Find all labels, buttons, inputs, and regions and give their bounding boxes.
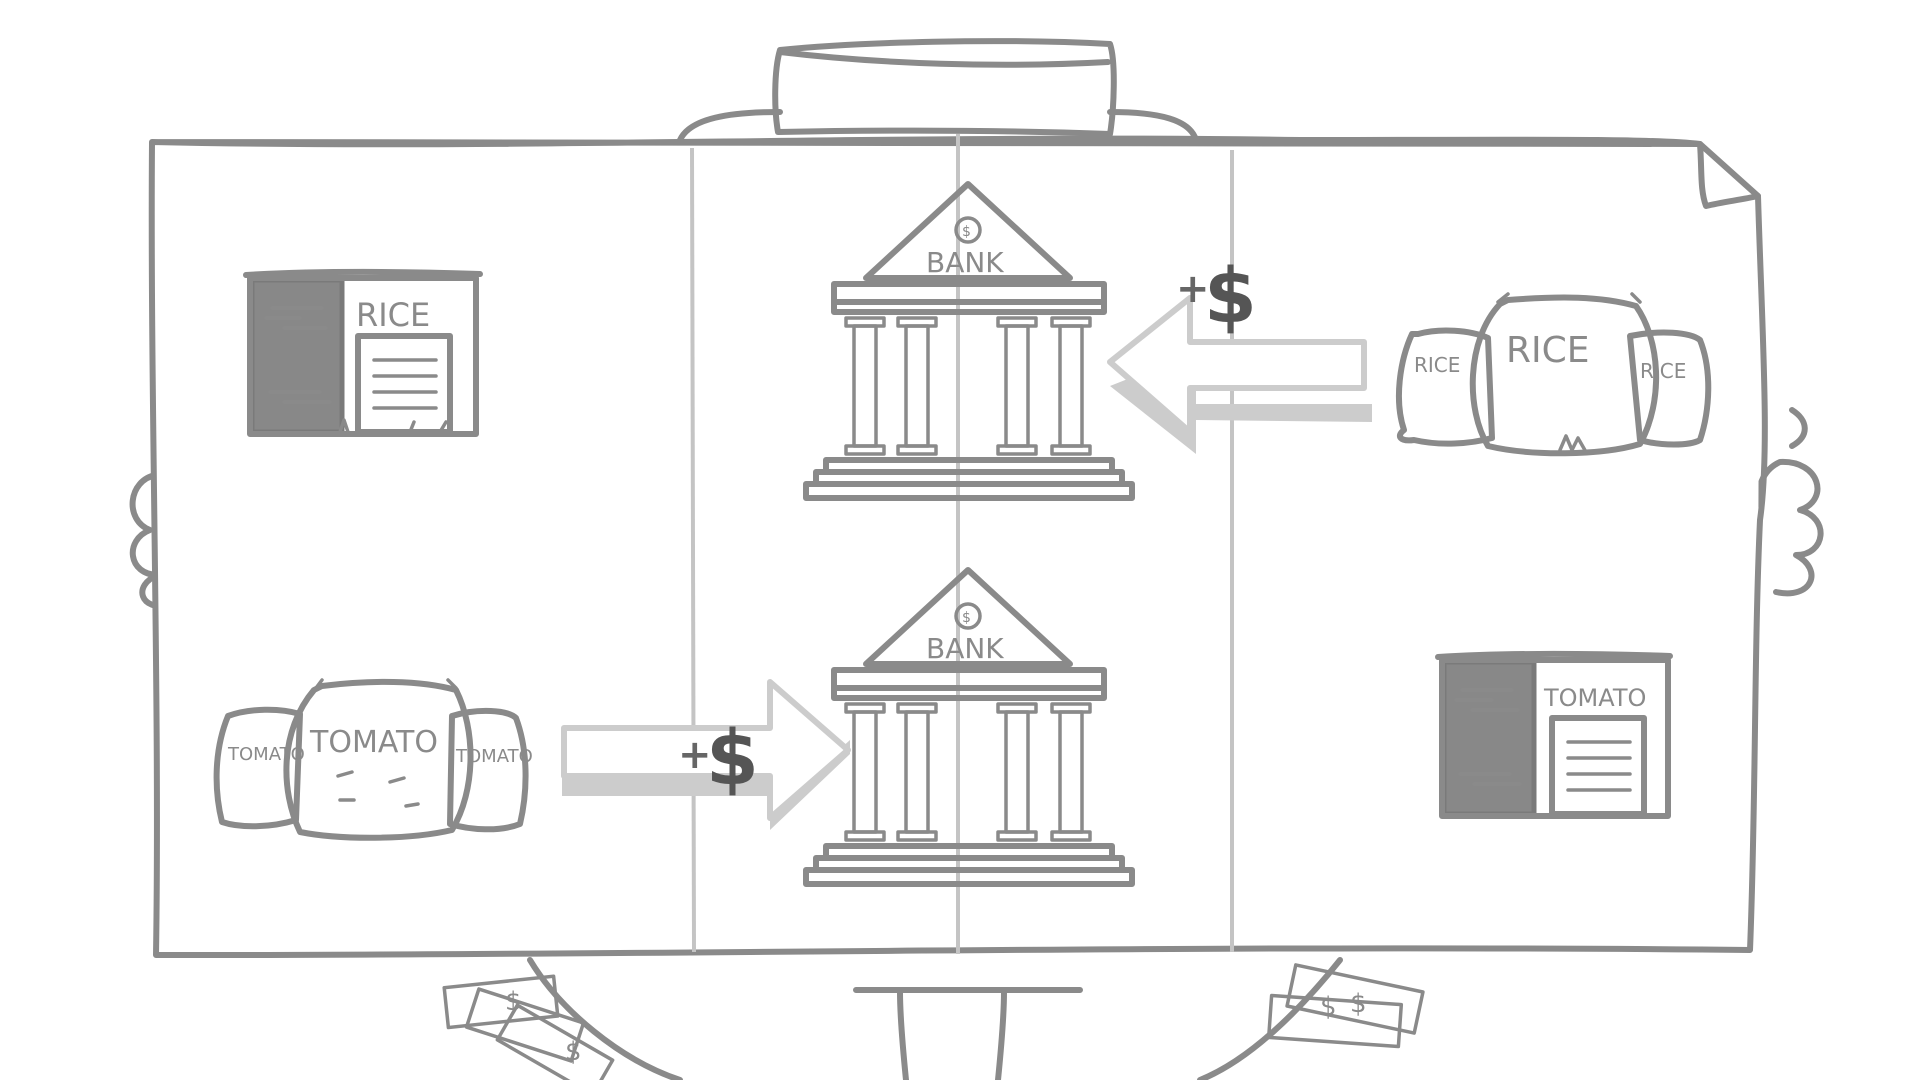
sack-label-tomato-left: TOMATO xyxy=(227,744,305,765)
money-symbol: $ xyxy=(565,1037,582,1067)
store-sign-tomato: TOMATO xyxy=(1543,684,1646,712)
sack-label-rice-main: RICE xyxy=(1506,330,1590,371)
bank-sign: BANK xyxy=(926,246,1004,279)
right-hand xyxy=(1759,410,1821,593)
fold-line xyxy=(692,148,694,952)
bank-coin-symbol: $ xyxy=(962,610,971,626)
dollar-sign: $ xyxy=(706,713,759,802)
money-symbol: $ xyxy=(505,987,522,1017)
sack-label-tomato-main: TOMATO xyxy=(309,725,438,760)
store-sign-rice: RICE xyxy=(356,296,430,334)
bank-sign: BANK xyxy=(926,632,1004,665)
dollar-sign: $ xyxy=(1204,251,1257,340)
sack-label-rice-right: RICE xyxy=(1640,359,1686,383)
sack-label-tomato-right: TOMATO xyxy=(455,746,533,767)
body-lower xyxy=(530,960,1340,1080)
legs xyxy=(856,990,1080,1080)
hat xyxy=(775,41,1114,134)
bank-coin-symbol: $ xyxy=(962,224,971,240)
money-symbol: $ xyxy=(1320,992,1337,1022)
sack-label-rice-left: RICE xyxy=(1414,353,1460,377)
money-symbol: $ xyxy=(1350,989,1367,1019)
money-notes-right: $ $ xyxy=(1269,965,1423,1047)
